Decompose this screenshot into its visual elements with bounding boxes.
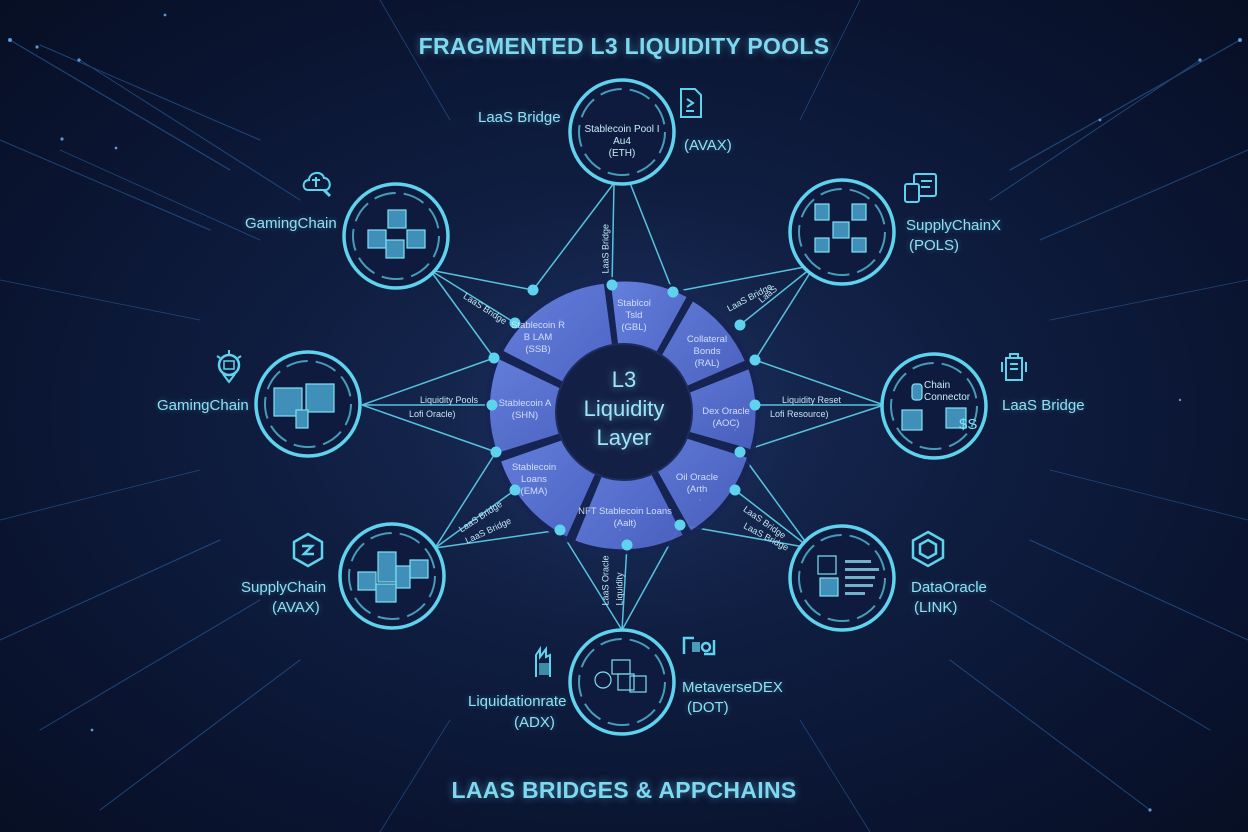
node-bottom-left-name[interactable]: SupplyChain — [241, 579, 327, 596]
node-bottom-right — [788, 524, 896, 632]
segment-label: Oil Oracle (Arth — [675, 472, 719, 495]
swap-icon — [682, 636, 716, 656]
segment-label: Stablecoin Loans (EMA) — [511, 462, 557, 497]
link-label: Liquidity — [614, 572, 625, 606]
segment-label: NFT Stablecoin Loans (Aalt) — [578, 506, 672, 529]
link-label: LaaS Oracle — [600, 555, 611, 606]
node-top-name[interactable]: LaaS Bridge — [478, 109, 561, 126]
node-bottom-right-chain-2: (DOT) — [687, 699, 729, 716]
node-top-inner: Stablecoin Pool I Au4 (ETH) — [584, 124, 660, 159]
link-label: LaaS Bridge — [600, 223, 611, 274]
center-line-2: Liquidity — [583, 396, 665, 421]
ledger-icon — [904, 173, 937, 203]
gear-badge-icon — [216, 350, 242, 384]
footer-title: LAAS BRIDGES & APPCHAINS — [451, 777, 797, 803]
hexagon-link-icon — [292, 532, 324, 568]
node-top-chain: (AVAX) — [684, 137, 732, 154]
segment-label: Stablcoi Tsld (GBL) — [617, 298, 651, 333]
node-left-name[interactable]: GamingChain — [157, 397, 249, 414]
node-right-inner: Chain Connector — [924, 380, 971, 403]
segment-label: Stablecoin A (SHN) — [498, 398, 552, 421]
node-bottom-right-chain: (LINK) — [914, 599, 958, 616]
link-label: Lofi Oracle) — [409, 409, 456, 419]
center-line-1: L3 — [611, 367, 637, 392]
junction-dots — [486, 279, 761, 551]
node-top — [568, 78, 676, 186]
node-bottom-right-name[interactable]: DataOracle — [911, 579, 987, 596]
node-right — [880, 352, 988, 460]
link-label: Lofi Resource) — [770, 409, 829, 419]
node-right-name[interactable]: LaaS Bridge — [1002, 397, 1085, 414]
node-bottom-right-name-2[interactable]: MetaverseDEX — [682, 679, 783, 696]
segment-label: Collateral Bonds (RAL) — [686, 334, 728, 369]
background-sparkles — [8, 13, 1242, 812]
connection-lines — [361, 182, 885, 631]
center-hub: L3 Liquidity Layer — [564, 365, 684, 452]
building-icon — [535, 645, 551, 677]
node-top-left — [342, 182, 450, 290]
link-label: Liquidity Pools — [420, 395, 479, 405]
bridge-server-icon — [1001, 353, 1027, 381]
node-top-right-name[interactable]: SupplyChainX — [906, 217, 1002, 234]
cloud-plus-icon — [302, 172, 332, 198]
dollar-swap-glyph: $S — [959, 416, 977, 433]
document-icon — [680, 88, 702, 118]
node-bottom-left-chain: (AVAX) — [272, 599, 320, 616]
segment-label: Dex Oracle (AOC) — [702, 406, 750, 429]
node-bottom — [568, 628, 676, 736]
center-line-3: Layer — [596, 425, 652, 450]
node-top-right-chain: (POLS) — [909, 237, 960, 254]
node-bottom-name[interactable]: Liquidationrate — [468, 693, 567, 710]
node-top-left-name[interactable]: GamingChain — [245, 215, 337, 232]
header-title: FRAGMENTED L3 LIQUIDITY POOLS — [418, 33, 830, 59]
segment-label: Stablecoin R B LAM (SSB) — [511, 320, 565, 355]
link-label: Liquidity Reset — [782, 395, 842, 405]
hexagon-icon — [911, 530, 945, 568]
node-rings — [254, 78, 988, 736]
cube-glyphs — [273, 203, 967, 693]
node-bottom-chain: (ADX) — [514, 714, 555, 731]
